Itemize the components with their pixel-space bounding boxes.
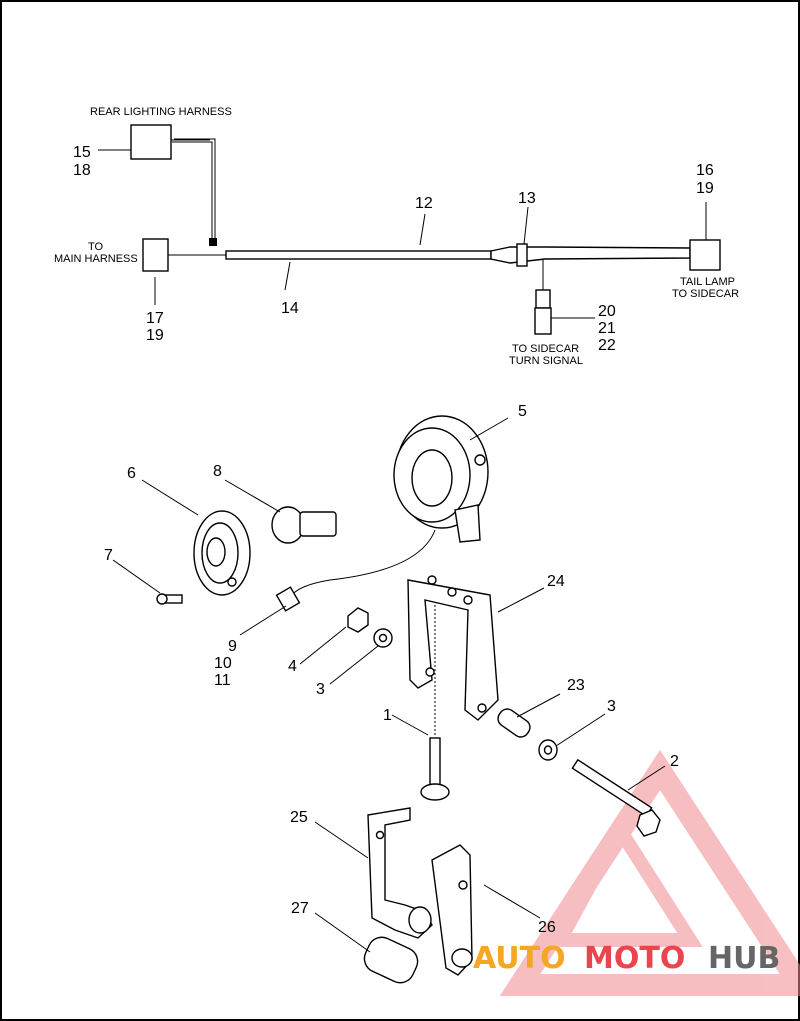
callout-5: 5 [518,403,527,420]
watermark-moto: MOTO [584,941,685,976]
bulb-8 [271,506,305,544]
callout-2: 2 [670,753,679,770]
callout-3-b: 3 [607,698,616,715]
label-tail-lamp-2: TO SIDECAR [672,288,739,300]
lamp-lens [411,449,453,507]
connector-9 [275,586,301,612]
callout-16: 16 [696,162,714,179]
connector-16-19 [689,239,721,271]
wiring-harness [130,124,721,335]
callout-12: 12 [415,195,433,212]
bolt-2 [571,758,661,837]
callout-19-a: 19 [146,327,164,344]
bulb-base [299,511,337,537]
bracket-26 [431,844,473,976]
callout-26: 26 [538,919,556,936]
callout-7: 7 [104,547,113,564]
leader-lines-parts [112,417,666,953]
watermark-auto: AUTO [473,941,566,976]
connector-17-19 [142,238,169,272]
leader-lines-harness [98,149,707,319]
callout-14: 14 [281,300,299,317]
callout-15: 15 [73,144,91,161]
label-tail-lamp-1: TAIL LAMP [680,276,735,288]
connector-15-18 [130,124,172,160]
callout-13: 13 [518,190,536,207]
watermark-logo [499,749,800,996]
clamp-13 [516,243,528,267]
bracket-25 [367,807,433,939]
callout-4: 4 [288,658,297,675]
label-turn-signal-2: TURN SIGNAL [509,355,583,367]
watermark-text: AUTO MOTO HUB [473,941,780,976]
callout-3-a: 3 [316,681,325,698]
bracket-24 [407,575,499,721]
wire-tip [209,238,217,246]
callout-6: 6 [127,465,136,482]
callout-11: 11 [214,672,231,689]
nut-4 [347,607,369,633]
spacer-27 [363,936,419,984]
callout-20: 20 [598,303,616,320]
lamp-mount [454,504,481,543]
callout-10: 10 [214,655,232,672]
watermark-triangle-inner [548,816,703,947]
watermark-hub: HUB [708,941,780,976]
callout-23: 23 [567,677,585,694]
callout-21: 21 [598,320,616,337]
connector-20-22-top [535,289,551,309]
callout-numbers: 15 18 17 19 12 14 13 16 19 20 21 22 5 6 … [73,144,714,936]
callout-19-b: 19 [696,180,714,197]
callout-18: 18 [73,162,91,179]
callout-22: 22 [598,337,616,354]
label-rear-lighting-harness: REAR LIGHTING HARNESS [90,106,232,118]
bolt-1 [420,605,450,801]
lamp-assembly [156,415,489,612]
connector-20-22 [534,307,552,335]
callout-1: 1 [383,707,392,724]
callout-27: 27 [291,900,309,917]
callout-17: 17 [146,310,164,327]
callout-24: 24 [547,573,565,590]
label-to-main-2: MAIN HARNESS [54,253,138,265]
callout-9: 9 [228,638,237,655]
callout-8: 8 [213,463,222,480]
harness-labels: REAR LIGHTING HARNESS TO MAIN HARNESS TA… [54,106,739,367]
harness-14 [225,250,492,260]
callout-25: 25 [290,809,308,826]
label-turn-signal-1: TO SIDECAR [512,343,579,355]
label-to-main-1: TO [88,241,104,253]
